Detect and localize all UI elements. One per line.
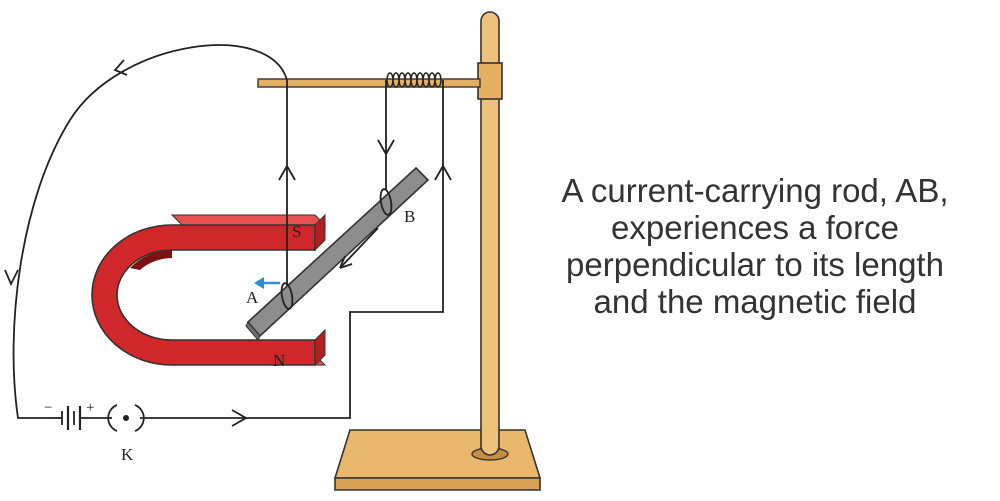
- circuit-wires: [12, 44, 444, 419]
- caption-line-2: experiences a force: [611, 209, 899, 246]
- conductor-rod: [245, 166, 430, 341]
- plug-key: [107, 404, 145, 432]
- arrow-arc-top: [113, 59, 128, 76]
- caption: A current-carrying rod, AB, experiences …: [515, 172, 995, 320]
- north-pole-label: N: [273, 351, 285, 370]
- key-label: K: [121, 445, 134, 464]
- arrow-arc-left: [4, 269, 19, 287]
- stand-base: [333, 429, 542, 491]
- arrow-up-left-wire: [278, 164, 296, 181]
- coil: [386, 72, 442, 88]
- south-pole-label: S: [292, 222, 301, 241]
- stand-pole: [477, 11, 503, 456]
- arrow-up-return-wire: [434, 164, 452, 181]
- caption-line-1: A current-carrying rod, AB,: [561, 172, 949, 209]
- current-arrows: [4, 59, 452, 427]
- battery-plus-label: +: [86, 400, 94, 416]
- caption-line-4: and the magnetic field: [593, 283, 917, 320]
- rod-end-a-label: A: [246, 288, 259, 307]
- caption-line-3: perpendicular to its length: [566, 246, 944, 283]
- rod-end-b-label: B: [404, 207, 415, 226]
- force-arrow: [254, 277, 280, 289]
- battery: [50, 406, 112, 430]
- battery-minus-label: −: [44, 400, 52, 416]
- arrow-bottom: [231, 409, 248, 427]
- arrow-down-right-wire: [377, 139, 395, 156]
- support-rod: [257, 78, 481, 88]
